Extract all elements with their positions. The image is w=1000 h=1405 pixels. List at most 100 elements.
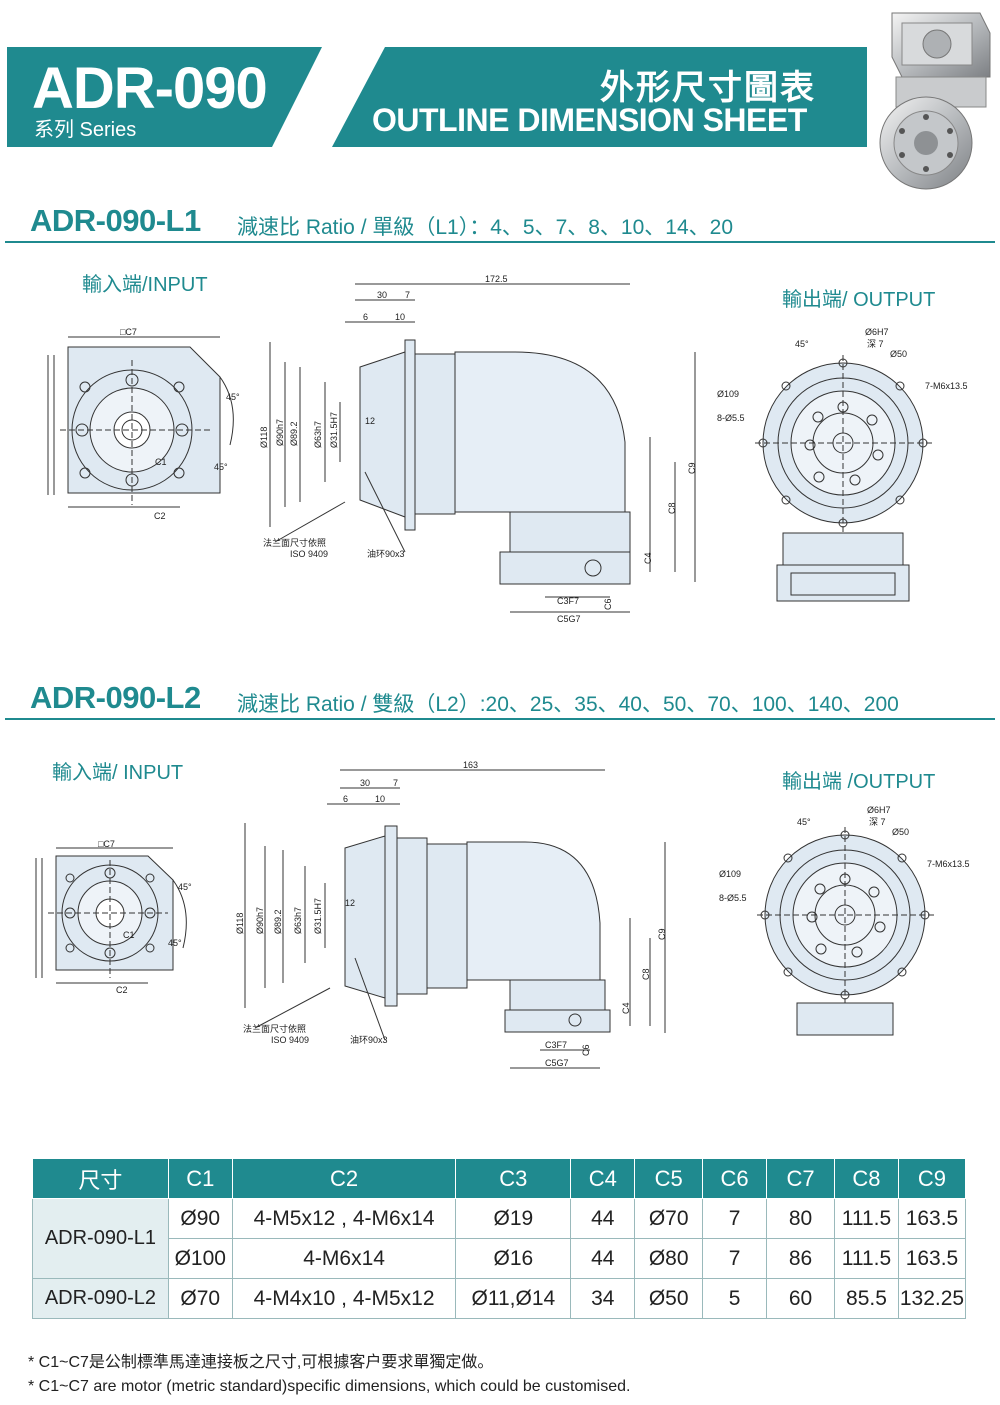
table-cell: 44 [570, 1198, 636, 1239]
dim-c4-l2: C4 [621, 1002, 631, 1014]
dim-45b-l1: 45° [214, 462, 228, 472]
dim-118-l1: Ø118 [259, 427, 269, 448]
table-row: ADR-090-L2 Ø70 4-M4x10 , 4-M5x12 Ø11,Ø14… [32, 1278, 967, 1319]
table-cell: Ø80 [634, 1238, 704, 1279]
dim-63-l1: Ø63h7 [313, 421, 323, 448]
dim-12-l1: 12 [365, 416, 375, 426]
table-cell: Ø70 [167, 1278, 233, 1319]
output-label-l2: 輸出端 /OUTPUT [782, 771, 936, 793]
note-en: * C1~C7 are motor (metric standard)speci… [28, 1378, 631, 1395]
table-cell: 4-M6x14 [231, 1238, 457, 1279]
dim-oil-l1: 油环90x3 [367, 548, 405, 559]
dim-6-l1: 6 [363, 312, 368, 322]
dim-o109-l1: Ø109 [717, 389, 739, 399]
table-cell: Ø50 [634, 1278, 704, 1319]
dim-31-l1: Ø31.5H7 [329, 412, 339, 448]
dim-45a-l2: 45° [178, 882, 192, 892]
dim-31-l2: Ø31.5H7 [313, 898, 323, 934]
table-cell: Ø11,Ø14 [455, 1278, 572, 1319]
dim-o109-l2: Ø109 [719, 869, 741, 879]
input-view-drawing-l2: □C7 45° 45° C1 C2 [35, 839, 192, 995]
section-header-l1: ADR-090-L1 減速比 Ratio / 單級（L1）：4、5、7、8、10… [0, 203, 1000, 247]
section-rule-l2 [5, 718, 995, 720]
table-cell: 86 [766, 1238, 835, 1279]
table-cell: Ø100 [167, 1238, 233, 1279]
dim-o50-l1: Ø50 [890, 349, 907, 359]
output-view-drawing-l1: Ø6H7 深 7 Ø50 7-M6x13.5 Ø109 8-Ø5.5 45° [717, 327, 968, 602]
input-label-l1: 輸入端/INPUT [82, 274, 208, 296]
table-cell: 111.5 [833, 1198, 899, 1239]
product-photo [879, 12, 991, 190]
table-cell-model-l1: ADR-090-L1 [32, 1198, 169, 1279]
table-cell: 60 [766, 1278, 835, 1319]
dim-c8-l2: C8 [641, 968, 651, 980]
dim-c3-l2: C3F7 [545, 1040, 567, 1050]
table-cell: Ø90 [167, 1198, 233, 1239]
table-cell: 7 [702, 1198, 768, 1239]
section-rule-l1 [5, 241, 995, 243]
dim-o6h7-l2: Ø6H7 [867, 805, 891, 815]
table-header: C6 [702, 1158, 768, 1199]
output-label-l1: 輸出端/ OUTPUT [782, 289, 936, 311]
table-cell: 44 [570, 1238, 636, 1279]
dim-iso-l2: ISO 9409 [271, 1035, 309, 1045]
dim-10-l1: 10 [395, 312, 405, 322]
dim-c5-l2: C5G7 [545, 1058, 569, 1068]
dim-c6-l2: C6 [581, 1044, 591, 1056]
dim-30-l2: 30 [360, 778, 370, 788]
table-header-row: 尺寸 C1 C2 C3 C4 C5 C6 C7 C8 C9 [32, 1158, 967, 1199]
table-header: C4 [570, 1158, 636, 1199]
table-row: ADR-090-L1 Ø90 4-M5x12 , 4-M6x14 Ø19 44 … [32, 1198, 967, 1279]
dim-89-l1: Ø89.2 [289, 421, 299, 446]
table-header: C5 [634, 1158, 704, 1199]
table-row: Ø100 4-M6x14 Ø16 44 Ø80 7 86 111.5 163.5 [33, 1238, 967, 1279]
dim-90-l1: Ø90h7 [275, 419, 285, 446]
dim-45b-l2: 45° [168, 938, 182, 948]
output-view-drawing-l2: Ø6H7 深 7 Ø50 7-M6x13.5 Ø109 8-Ø5.5 45° [719, 805, 970, 1036]
dim-c3-l1: C3F7 [557, 596, 579, 606]
dim-63-l2: Ø63h7 [293, 907, 303, 934]
dim-total-l1: 172.5 [485, 274, 508, 284]
dim-c1-l1: C1 [155, 457, 167, 467]
side-view-drawing-l1: 172.5 30 7 6 10 12 Ø118 Ø90h7 Ø89.2 Ø63h… [259, 274, 697, 624]
input-view-drawing-l1: □C7 45° 45° C1 C2 [47, 327, 240, 521]
dim-45a-l1: 45° [226, 392, 240, 402]
dim-deep7-l2: 深 7 [869, 817, 886, 827]
dim-h55-l1: 8-Ø5.5 [717, 413, 745, 423]
dim-c4-l1: C4 [643, 552, 653, 564]
table-header: C7 [766, 1158, 835, 1199]
dim-118-l2: Ø118 [235, 913, 245, 934]
table-cell: Ø19 [455, 1198, 572, 1239]
dim-c1-l2: C1 [123, 930, 135, 940]
table-header: C2 [231, 1158, 457, 1199]
dim-c2-l1: C2 [154, 511, 166, 521]
section-ratio-l1: 減速比 Ratio / 單級（L1）：4、5、7、8、10、14、20 [237, 216, 734, 239]
table-cell: Ø70 [634, 1198, 704, 1239]
table-header: C9 [897, 1158, 967, 1199]
dim-7-l2: 7 [393, 778, 398, 788]
sheet-title-cn: 外形尺寸圖表 [600, 69, 816, 107]
dim-10-l2: 10 [375, 794, 385, 804]
model-series: 系列 Series [34, 119, 137, 141]
dim-c6-l1: C6 [603, 598, 613, 610]
table-cell: 163.5 [897, 1238, 967, 1279]
table-cell-model-l2: ADR-090-L2 [32, 1278, 169, 1319]
table-cell: Ø16 [455, 1238, 572, 1279]
section-model-l1: ADR-090-L1 [30, 203, 201, 238]
dim-89-l2: Ø89.2 [273, 909, 283, 934]
dim-7-l1: 7 [405, 290, 410, 300]
dim-45-out-l2: 45° [797, 817, 811, 827]
section-header-l2: ADR-090-L2 減速比 Ratio / 雙級（L2）:20、25、35、4… [0, 680, 1000, 724]
table-header: C8 [833, 1158, 899, 1199]
dim-c7-l1: □C7 [120, 327, 137, 337]
input-label-l2: 輸入端/ INPUT [52, 762, 184, 784]
sheet-title-en: OUTLINE DIMENSION SHEET [372, 102, 807, 138]
section-model-l2: ADR-090-L2 [30, 680, 201, 715]
dim-30-l1: 30 [377, 290, 387, 300]
dim-45-out-l1: 45° [795, 339, 809, 349]
table-cell: 163.5 [897, 1198, 967, 1239]
table-header: C1 [167, 1158, 233, 1199]
dim-c7-l2: □C7 [98, 839, 115, 849]
dim-oil-l2: 油环90x3 [350, 1034, 388, 1045]
section-ratio-l2: 減速比 Ratio / 雙級（L2）:20、25、35、40、50、70、100… [237, 693, 899, 716]
